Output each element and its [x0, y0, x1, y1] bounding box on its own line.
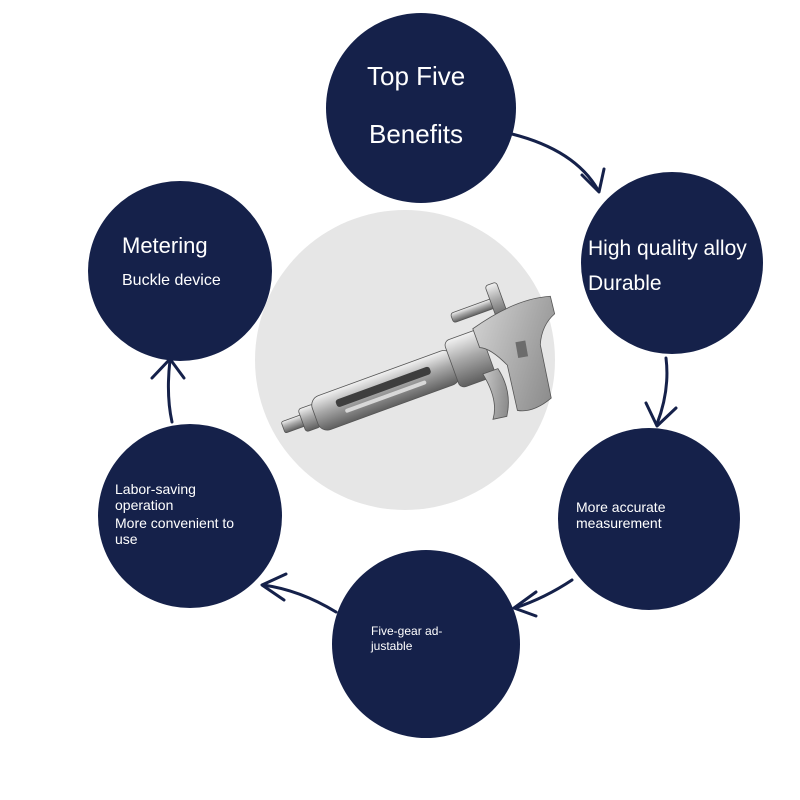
- arrow-top-to-right-head: [580, 167, 606, 194]
- syringe-gun-icon: [281, 282, 556, 434]
- circle-right-line1: High quality alloy: [588, 237, 747, 260]
- arrow-top-to-right: [510, 132, 600, 192]
- circle-llow-line4: use: [115, 531, 138, 547]
- circle-bottom-line1: Five-gear ad-: [371, 624, 443, 638]
- benefit-circle-top: Top Five Benefits: [326, 13, 516, 203]
- circle-rlow-line1: More accurate: [576, 499, 666, 515]
- arrow-leftlow-to-left: [166, 358, 174, 424]
- arrow-bottom-to-leftlow-head: [260, 572, 288, 602]
- circle-left-line1: Metering: [122, 233, 208, 258]
- circle-llow-line1: Labor-saving: [115, 481, 196, 497]
- circle-top-line1: Top Five: [367, 61, 466, 91]
- benefit-circle-left: Metering Buckle device: [88, 181, 272, 361]
- circle-llow-line2: operation: [115, 497, 174, 513]
- circle-left-line2: Buckle device: [122, 272, 221, 289]
- arrow-rightlow-to-bottom: [513, 578, 574, 610]
- circle-bottom-line2: justable: [371, 639, 413, 653]
- arrow-rightlow-to-bottom-head: [512, 590, 538, 618]
- benefit-circle-bottom: Five-gear ad- justable: [332, 550, 520, 738]
- benefit-circle-left-lower: Labor-saving operation More convenient t…: [98, 424, 282, 608]
- arrow-right-to-rightlow: [655, 356, 669, 426]
- circle-top-line2: Benefits: [369, 119, 463, 149]
- benefit-circle-right-lower: More accurate measurement: [558, 428, 740, 610]
- arrow-right-to-rightlow-head: [644, 401, 678, 428]
- circle-rlow-line2: measurement: [576, 515, 662, 531]
- circle-llow-line3: More convenient to: [115, 515, 235, 531]
- circle-right-line2: Durable: [588, 272, 662, 295]
- benefit-circle-right: High quality alloy Durable: [581, 172, 763, 354]
- arrow-bottom-to-leftlow: [261, 583, 338, 614]
